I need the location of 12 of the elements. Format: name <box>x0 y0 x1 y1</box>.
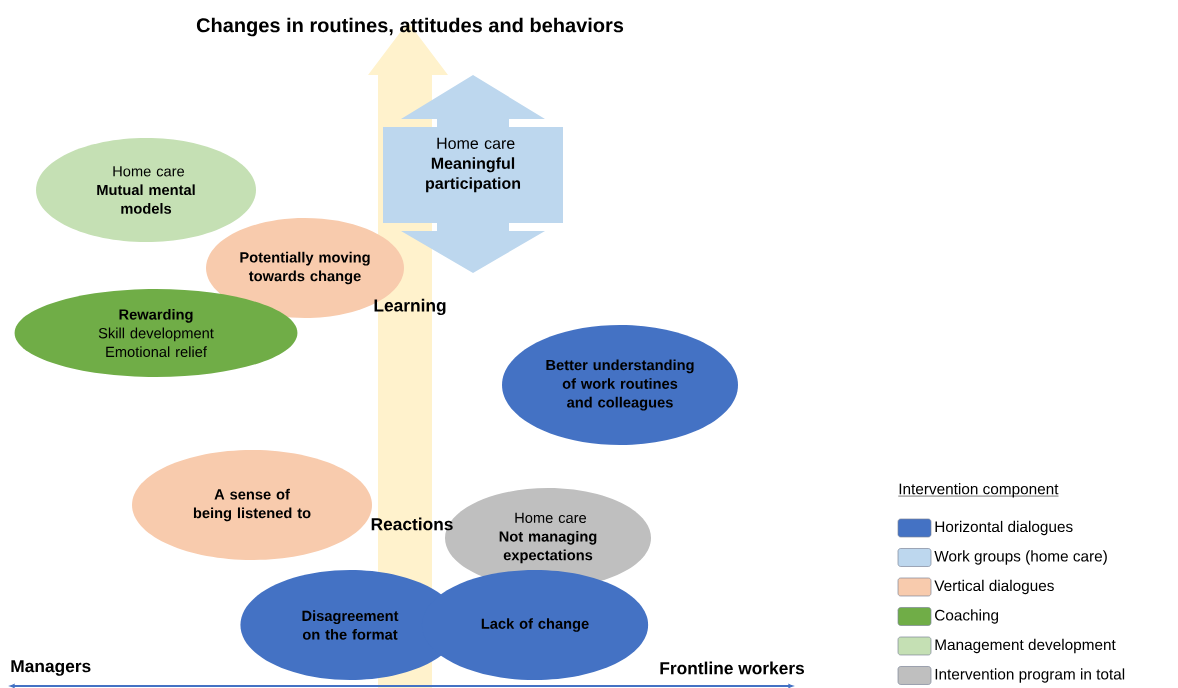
legend-heading: Intervention component <box>898 483 1059 498</box>
double-arrow-box: Home care Meaningful participation <box>383 75 563 273</box>
axis-label: Managers <box>11 660 91 676</box>
legend-label: Intervention program in total <box>935 668 1125 683</box>
legend-label: Coaching <box>935 609 999 624</box>
legend-label: Work groups (home care) <box>934 550 1107 565</box>
node-label: Disagreement on the format <box>302 610 399 640</box>
legend-label: Horizontal dialogues <box>935 520 1073 536</box>
legend-label: Vertical dialogues <box>934 579 1054 595</box>
title: Changes in routines, attitudes and behaviors <box>196 17 624 37</box>
legend-label: Management development <box>935 638 1116 654</box>
node-label: Lack of change <box>481 618 589 632</box>
